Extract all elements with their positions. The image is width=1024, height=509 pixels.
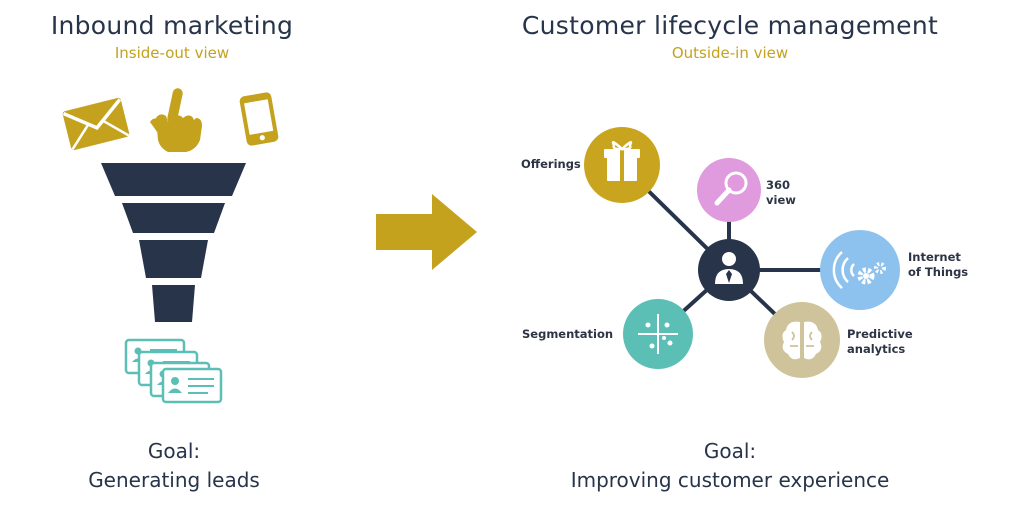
- left-goal: Goal: Generating leads: [24, 437, 324, 495]
- predictive-label-line2: analytics: [847, 342, 906, 356]
- offerings-label: Offerings: [521, 157, 581, 171]
- predictive-node: [764, 302, 840, 378]
- pointing-hand-icon: [150, 88, 202, 152]
- funnel-icon: [101, 163, 246, 322]
- view360-label-line2: view: [766, 193, 796, 207]
- predictive-label: Predictive analytics: [847, 327, 913, 357]
- magnifier-icon: [714, 171, 748, 206]
- view360-label-line1: 360: [766, 178, 791, 192]
- iot-label-line1: Internet: [908, 250, 961, 264]
- lead-cards-icon: [124, 338, 223, 404]
- view360-node: [697, 158, 761, 222]
- gift-icon: [604, 141, 640, 181]
- customer-node: [698, 239, 760, 301]
- view360-label: 360 view: [766, 178, 796, 208]
- right-goal-label: Goal:: [703, 439, 757, 463]
- envelope-icon: [62, 97, 130, 151]
- smartphone-icon: [239, 92, 279, 146]
- brain-icon: [782, 321, 822, 360]
- left-goal-text: Generating leads: [88, 468, 260, 492]
- left-goal-label: Goal:: [147, 439, 201, 463]
- offerings-node: [584, 127, 660, 203]
- segmentation-node: [623, 299, 693, 369]
- scatter-icon: [638, 314, 678, 354]
- left-subtitle: Inside-out view: [114, 44, 230, 62]
- right-subtitle: Outside-in view: [671, 44, 789, 62]
- right-goal: Goal: Improving customer experience: [520, 437, 940, 495]
- right-goal-text: Improving customer experience: [570, 468, 890, 492]
- left-title: Inbound marketing: [50, 11, 294, 40]
- transition-arrow: [376, 194, 477, 270]
- iot-label-line2: of Things: [908, 265, 969, 279]
- wifi-gears-icon: [832, 251, 886, 289]
- predictive-label-line1: Predictive: [847, 327, 913, 341]
- segmentation-label: Segmentation: [522, 327, 614, 341]
- iot-label: Internet of Things: [908, 250, 968, 280]
- customer-icon: [715, 252, 743, 284]
- right-title: Customer lifecycle management: [521, 11, 939, 40]
- iot-node: [820, 230, 900, 310]
